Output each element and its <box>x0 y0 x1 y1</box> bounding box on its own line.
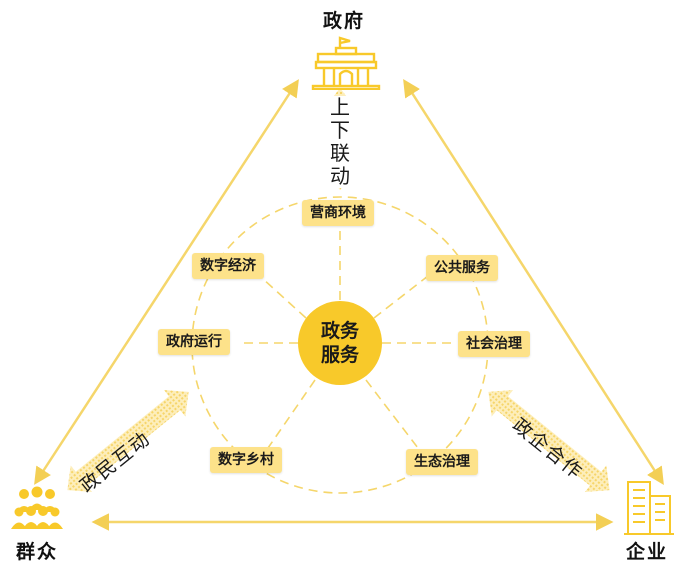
government-label: 政府 <box>323 10 366 32</box>
enterprise-label: 企业 <box>626 541 669 563</box>
node-social-governance[interactable]: 社会治理 <box>458 331 530 357</box>
node-government-operation[interactable]: 政府运行 <box>158 329 230 355</box>
center-line-2: 服务 <box>320 344 359 366</box>
node-digital-economy[interactable]: 数字经济 <box>192 253 264 279</box>
edge-label-gov-center-text: 上下联动 <box>330 95 350 188</box>
crowd-icon <box>11 486 63 529</box>
node-ecological-governance[interactable]: 生态治理 <box>406 449 478 475</box>
edge-label-gov-center: 上下联动 <box>326 96 354 188</box>
office-buildings-icon <box>624 481 674 535</box>
edge-government-enterprise <box>403 79 664 485</box>
public-label: 群众 <box>16 541 59 563</box>
government-building-icon <box>311 36 381 90</box>
hatched-arrow-public <box>67 390 189 492</box>
center-line-1: 政务 <box>320 320 359 342</box>
node-digital-countryside[interactable]: 数字乡村 <box>210 447 282 473</box>
node-business-environment[interactable]: 营商环境 <box>302 200 374 226</box>
center-government-services[interactable]: 政务 服务 <box>298 301 382 385</box>
dashed-spokes <box>238 228 456 449</box>
node-public-services[interactable]: 公共服务 <box>426 255 498 281</box>
hatched-arrow-enterprise <box>488 390 610 492</box>
edge-government-public <box>34 79 299 485</box>
